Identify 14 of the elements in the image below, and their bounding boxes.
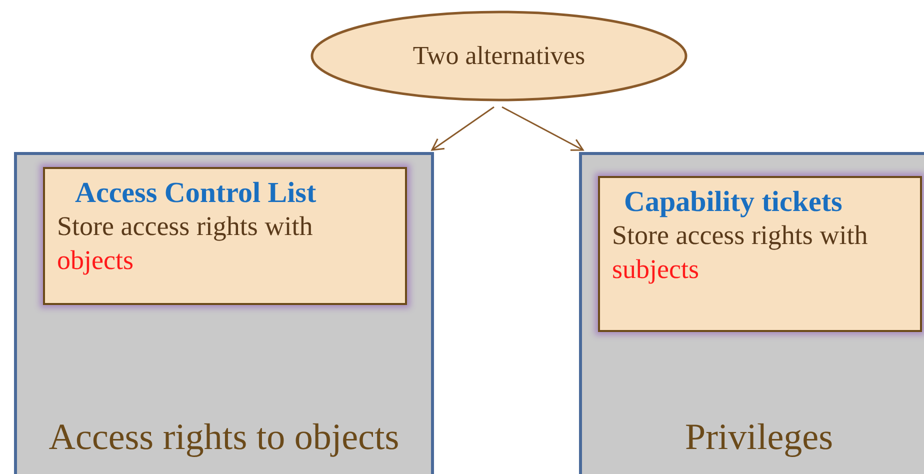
panel-box — [14, 152, 434, 474]
ellipse-node — [310, 10, 688, 102]
panel-label: Access rights to objects — [48, 416, 400, 459]
text-box — [598, 176, 922, 332]
description-text: Store access rights with subjects — [612, 219, 869, 286]
node-label: Two alternatives — [412, 41, 586, 71]
box-heading: Access Control List — [74, 177, 318, 210]
arrow — [431, 106, 494, 151]
panel-label: Privileges — [684, 416, 834, 459]
text-box — [43, 167, 407, 305]
arrow — [502, 106, 584, 151]
box-heading: Capability tickets — [623, 186, 844, 219]
description-text: Store access rights with objects — [57, 210, 314, 277]
panel-box — [579, 152, 924, 474]
